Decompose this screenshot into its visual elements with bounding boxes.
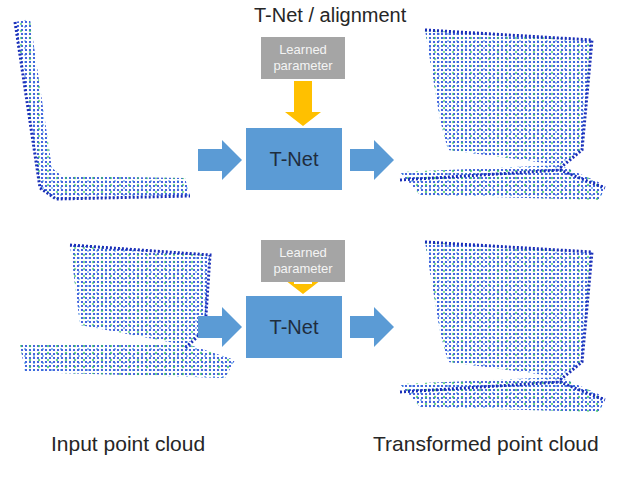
parameter-arrow: [285, 81, 321, 126]
node-text: T-Net: [270, 148, 319, 171]
node-text: T-Net: [270, 316, 319, 339]
parameter-box: Learned parameter: [261, 240, 345, 282]
tnet-box: T-Net: [246, 296, 342, 358]
input-chair-2: [20, 245, 235, 378]
node-text: Learned parameter: [267, 42, 339, 74]
transformed-chair-1: [400, 30, 605, 200]
node-text: Learned parameter: [267, 245, 339, 277]
tnet-box: T-Net: [246, 128, 342, 190]
axis-caption: Input point cloud: [51, 432, 205, 456]
parameter-arrow: [285, 280, 321, 294]
parameter-box: Learned parameter: [261, 37, 345, 79]
input-chair-1: [15, 19, 190, 199]
transformed-chair-2: [400, 242, 605, 412]
diagram-title: T-Net / alignment: [254, 4, 406, 27]
axis-caption: Transformed point cloud: [373, 432, 599, 456]
